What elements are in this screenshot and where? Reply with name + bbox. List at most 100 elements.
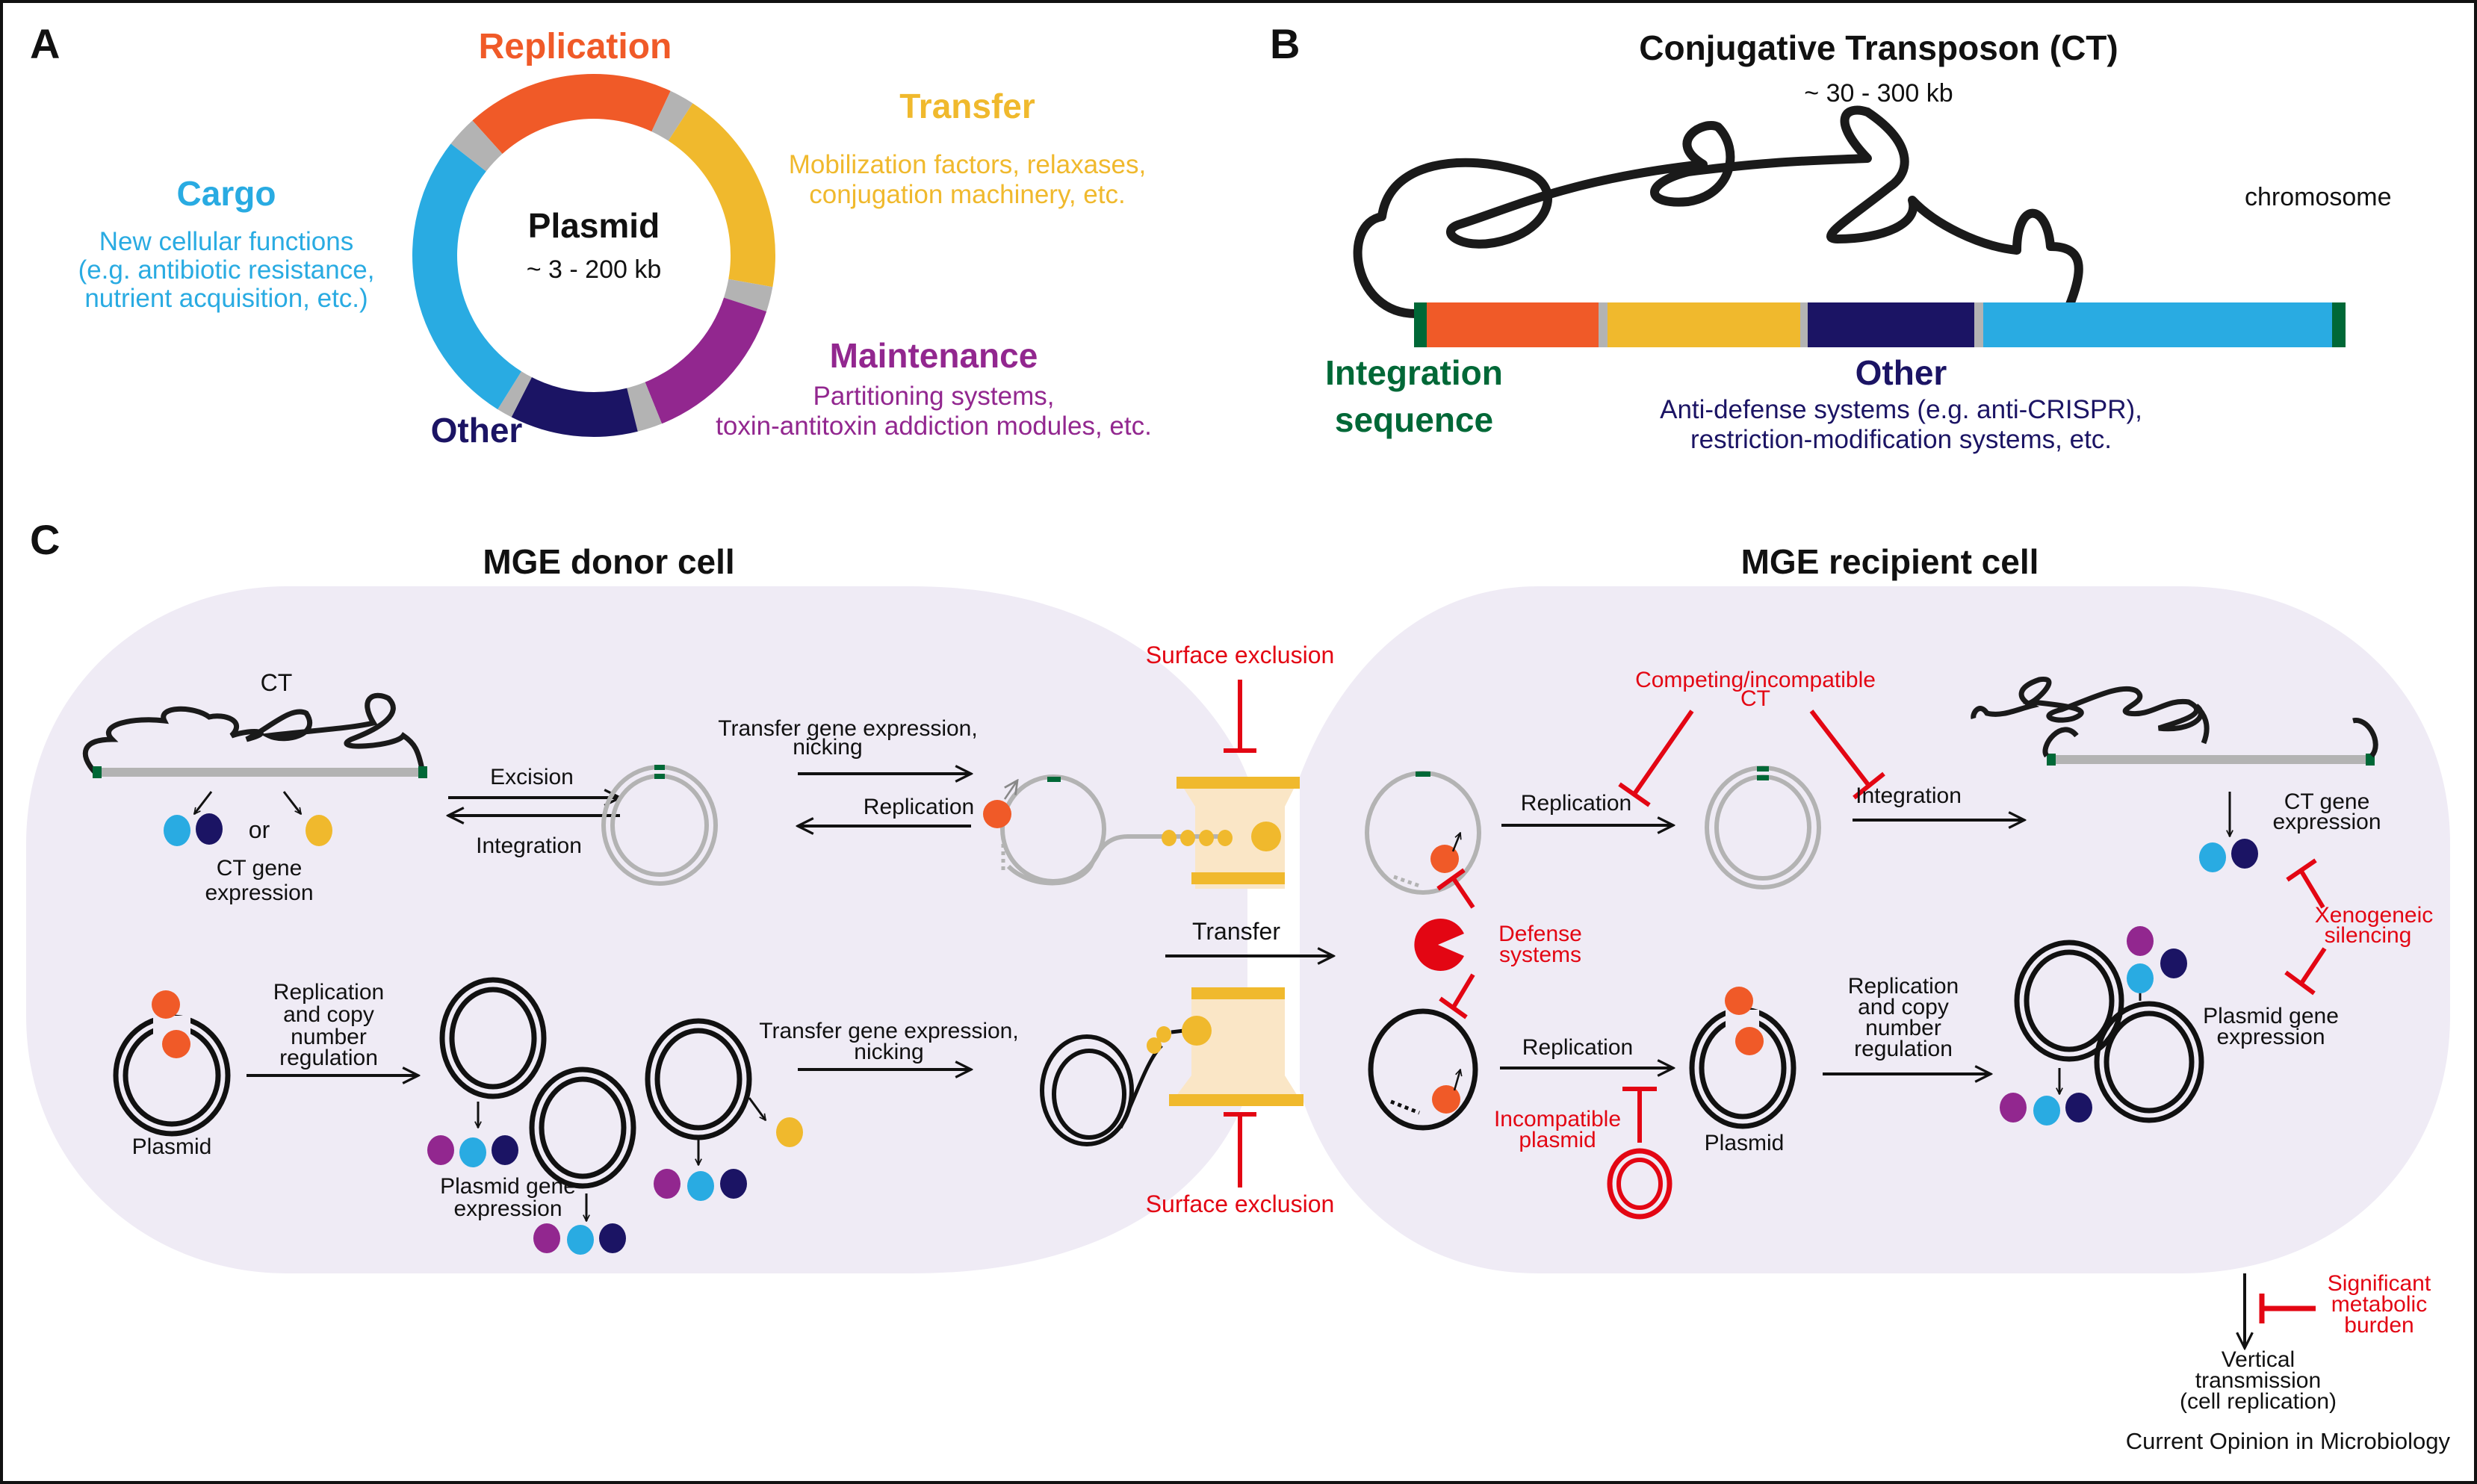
recipient-integrated-ct <box>1971 676 2378 766</box>
burden-inhibit <box>2259 1294 2316 1323</box>
maintenance-desc-1: Partitioning systems, <box>813 382 1055 411</box>
plasmid-title: Plasmid <box>528 206 660 245</box>
protein-other <box>2065 1093 2092 1123</box>
competing-inhibit-integration <box>1809 710 1885 800</box>
recipient-plasmid-copies <box>2014 940 2204 1123</box>
transfer-label: Transfer <box>1192 918 1280 945</box>
competing-inhibit-replication <box>1618 710 1694 807</box>
ct-bar-segment-cargo <box>1983 302 2332 347</box>
nicked-plasmid <box>1040 1016 1212 1146</box>
donor-cell-title: MGE donor cell <box>483 542 734 581</box>
protein-other <box>2160 949 2187 978</box>
donor-rep-copy-2: and copy <box>283 1002 374 1027</box>
xenogeneic-2: silencing <box>2325 923 2412 948</box>
protein-cargo <box>2199 842 2226 872</box>
ct-bar-segment-spacer <box>1974 302 1983 347</box>
protein-cargo <box>2033 1096 2060 1126</box>
protein-other <box>599 1223 626 1253</box>
cargo-desc-3: nutrient acquisition, etc.) <box>84 284 368 313</box>
defense-system-icon <box>1414 919 1464 971</box>
recipient-integration-label: Integration <box>1856 783 1962 808</box>
donor-rep-copy-4: regulation <box>279 1046 378 1070</box>
recipient-rep-copy-1: Replication <box>1848 974 1959 999</box>
donor-plasmid-label: Plasmid <box>132 1134 212 1159</box>
xeno-inhibit-plasmid <box>2284 947 2327 996</box>
transfer-expr-1: Transfer gene expression, <box>718 716 977 741</box>
protein-cargo <box>459 1137 486 1167</box>
surface-exclusion-bottom-inhibit <box>1224 1112 1256 1187</box>
recipient-ct-circle <box>1365 771 1481 895</box>
donor-plasmid-gene-2: expression <box>453 1196 562 1221</box>
surface-exclusion-top-inhibit <box>1224 680 1256 753</box>
protein-maintenance <box>427 1135 454 1165</box>
recipient-replication-bottom-label: Replication <box>1522 1035 1633 1060</box>
protein-maintenance <box>533 1223 560 1253</box>
vertical-1: Vertical <box>2222 1347 2295 1372</box>
ct-title: Conjugative Transposon (CT) <box>1639 28 2118 67</box>
chromosome-label: chromosome <box>2245 183 2392 211</box>
surface-exclusion-bottom: Surface exclusion <box>1146 1190 1335 1217</box>
protein-other <box>720 1169 747 1199</box>
nicked-ct-circle <box>983 774 1281 886</box>
ct-bar-segment-integration <box>1414 302 1427 347</box>
donor-plasmid-copies <box>439 977 752 1189</box>
recipient-rep-copy-4: regulation <box>1854 1037 1953 1061</box>
burden-2: metabolic <box>2331 1292 2427 1317</box>
competing-ct-1: Competing/incompatible <box>1635 668 1876 692</box>
burden-3: burden <box>2344 1313 2414 1338</box>
ct-bar-segment-other <box>1808 302 1974 347</box>
ring-segment-spacer <box>724 279 773 312</box>
protein-cargo <box>567 1225 594 1255</box>
protein-transfer <box>306 815 332 846</box>
replication-title: Replication <box>479 27 672 66</box>
protein-maintenance <box>2000 1093 2027 1123</box>
ct-bar-segment-replication <box>1427 302 1599 347</box>
donor-cell <box>26 586 1247 1273</box>
protein-cargo <box>164 815 190 846</box>
xeno-inhibit-ct <box>2286 858 2325 909</box>
recipient-rep-copy-3: number <box>1865 1016 1941 1040</box>
journal-footer: Current Opinion in Microbiology <box>2126 1428 2451 1454</box>
ring-segment-spacer <box>651 90 693 141</box>
panel-b: B Conjugative Transposon (CT) ~ 30 - 300… <box>1270 20 2392 454</box>
incompatible-2: plasmid <box>1519 1128 1596 1152</box>
recipient-plasmid-gene-1: Plasmid gene <box>2203 1004 2339 1028</box>
protein-other <box>196 813 223 845</box>
plasmid-size: ~ 3 - 200 kb <box>527 255 662 284</box>
ct-expr-arrow-right <box>282 791 303 814</box>
integration-title-2: sequence <box>1335 400 1493 439</box>
recipient-ss-plasmid <box>1368 1008 1478 1131</box>
incompatible-plasmid-icon <box>1607 1148 1672 1220</box>
incompatible-inhibit <box>1622 1087 1657 1143</box>
protein-maintenance <box>654 1169 681 1199</box>
recipient-ct-gene-2: expression <box>2272 810 2381 834</box>
expr-arrow-transfer <box>748 1097 767 1120</box>
ct-expr-arrow-left <box>193 791 213 814</box>
other-title: Other <box>431 411 523 450</box>
cargo-title: Cargo <box>177 174 276 213</box>
vertical-3: (cell replication) <box>2180 1389 2337 1414</box>
donor-ct-gene-2: expression <box>205 881 313 905</box>
ct-bar-segment-spacer <box>1800 302 1808 347</box>
ring-segment-other <box>511 377 638 437</box>
donor-plasmid-gene-1: Plasmid gene <box>440 1174 576 1199</box>
protein-transfer <box>776 1117 803 1147</box>
plasmid-ring <box>412 73 775 437</box>
vertical-2: transmission <box>2195 1368 2321 1393</box>
protein-other <box>2231 839 2258 869</box>
recipient-replication-top-label: Replication <box>1521 791 1631 816</box>
ct-other-title: Other <box>1856 353 1947 392</box>
ring-segment-spacer <box>497 371 532 417</box>
defense-inhibit-ct <box>1436 868 1475 909</box>
panel-label-a: A <box>30 20 60 67</box>
surface-exclusion-top: Surface exclusion <box>1146 642 1335 668</box>
transfer-expr-2: nicking <box>793 735 862 760</box>
panel-label-c: C <box>30 516 60 563</box>
recipient-ct-gene-1: CT gene <box>2284 789 2370 814</box>
recipient-cell-title: MGE recipient cell <box>1741 542 2039 581</box>
xenogeneic-1: Xenogeneic <box>2315 903 2433 928</box>
donor-ct-element <box>82 692 427 778</box>
defense-1: Defense <box>1498 922 1582 946</box>
ct-other-desc-2: restriction-modification systems, etc. <box>1690 425 2112 454</box>
